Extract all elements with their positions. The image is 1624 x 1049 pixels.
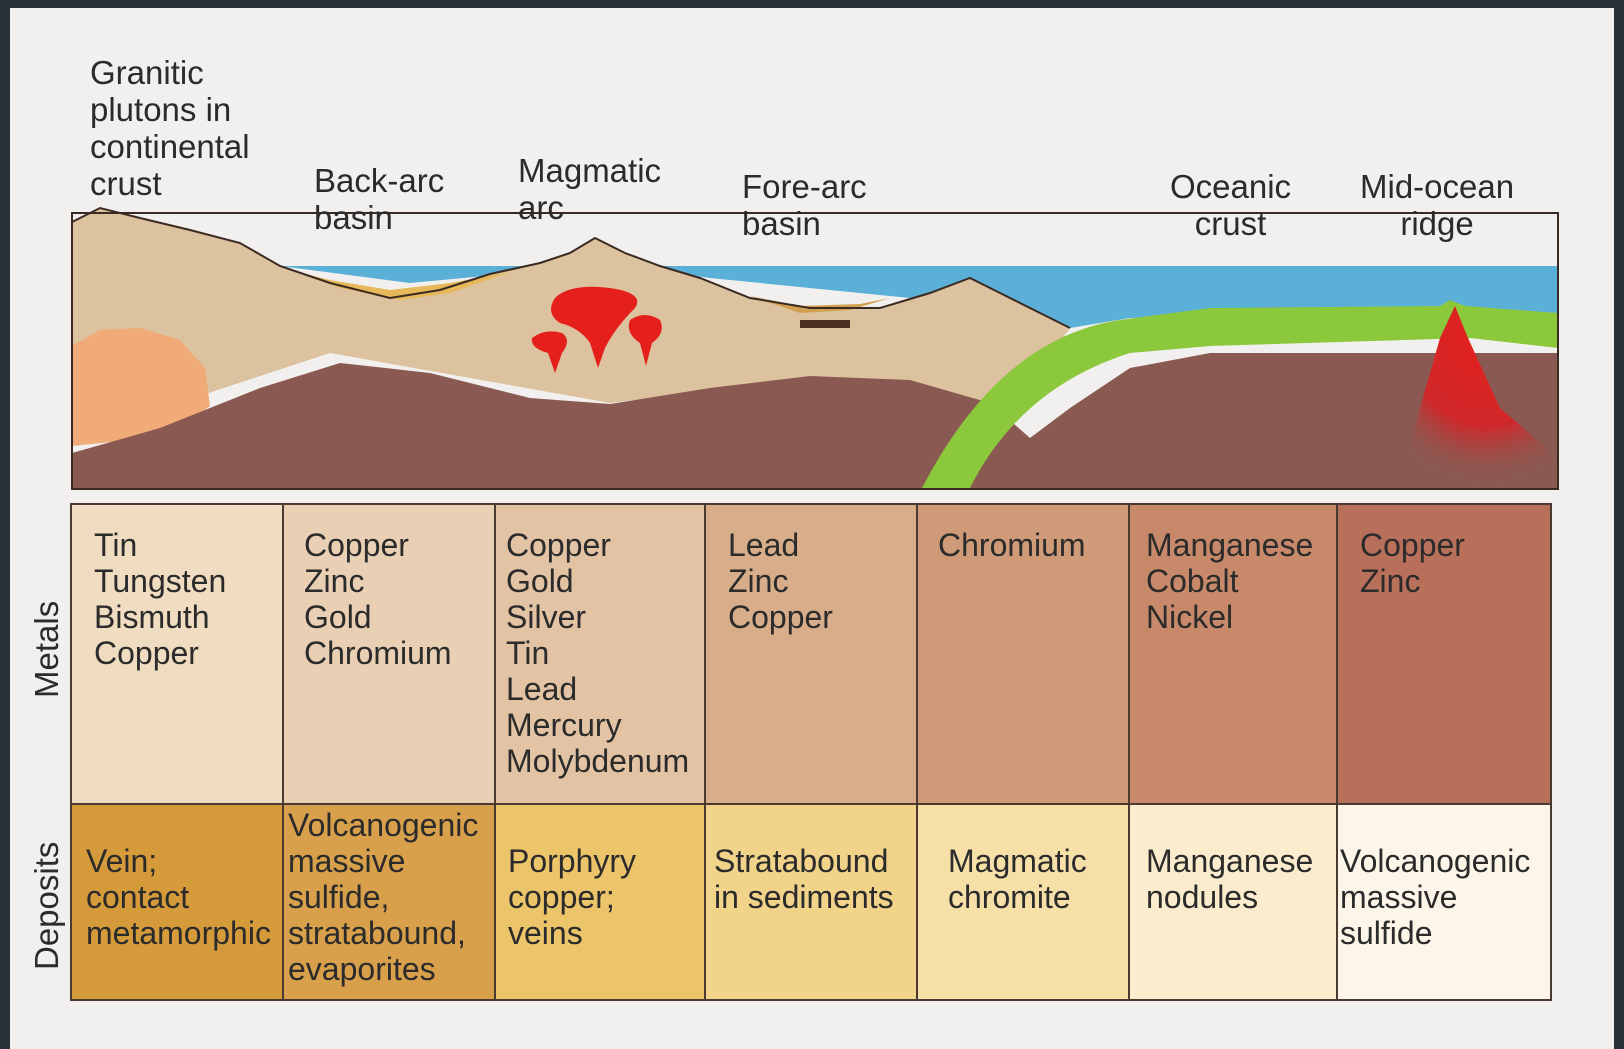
deposits-cell-5: Magmatic chromite — [916, 803, 1130, 1001]
deposits-cell-1: Vein; contact metamorphic — [70, 803, 284, 1001]
fore-arc-sediment-lens — [800, 320, 850, 328]
metals-text-3: Copper Gold Silver Tin Lead Mercury Moly… — [506, 527, 689, 779]
label-magmatic-arc: Magmatic arc — [518, 152, 661, 226]
metals-text-5: Chromium — [938, 527, 1086, 563]
metals-cell-4: Lead Zinc Copper — [704, 503, 918, 805]
row-label-metals: Metals — [28, 601, 66, 698]
metals-text-2: Copper Zinc Gold Chromium — [304, 527, 452, 671]
deposits-text-6: Manganese nodules — [1146, 843, 1313, 915]
label-oceanic-crust: Oceanic crust — [1170, 168, 1291, 242]
diagram-frame: Granitic plutons in continental crust Ba… — [10, 8, 1614, 1049]
metals-cell-7: Copper Zinc — [1336, 503, 1552, 805]
metals-cell-5: Chromium — [916, 503, 1130, 805]
deposits-text-3: Porphyry copper; veins — [508, 843, 636, 951]
metals-text-6: Manganese Cobalt Nickel — [1146, 527, 1313, 635]
metals-text-1: Tin Tungsten Bismuth Copper — [94, 527, 226, 671]
deposits-cell-7: Volcanogenic massive sulfide — [1336, 803, 1552, 1001]
deposits-text-5: Magmatic chromite — [948, 843, 1087, 915]
metals-cell-1: Tin Tungsten Bismuth Copper — [70, 503, 284, 805]
deposits-cell-4: Stratabound in sediments — [704, 803, 918, 1001]
metals-cell-3: Copper Gold Silver Tin Lead Mercury Moly… — [494, 503, 706, 805]
metals-cell-2: Copper Zinc Gold Chromium — [282, 503, 496, 805]
row-label-deposits: Deposits — [28, 842, 66, 970]
deposits-cell-6: Manganese nodules — [1128, 803, 1338, 1001]
deposits-text-1: Vein; contact metamorphic — [86, 843, 271, 951]
cross-section-illustration — [10, 8, 1614, 508]
metals-text-4: Lead Zinc Copper — [728, 527, 833, 635]
label-granitic-plutons: Granitic plutons in continental crust — [90, 54, 250, 202]
label-back-arc-basin: Back-arc basin — [314, 162, 444, 236]
label-fore-arc-basin: Fore-arc basin — [742, 168, 867, 242]
metals-cell-6: Manganese Cobalt Nickel — [1128, 503, 1338, 805]
metals-text-7: Copper Zinc — [1360, 527, 1465, 599]
deposits-text-4: Stratabound in sediments — [714, 843, 894, 915]
deposits-text-7: Volcanogenic massive sulfide — [1340, 843, 1530, 951]
label-mid-ocean-ridge: Mid-ocean ridge — [1360, 168, 1514, 242]
deposits-cell-2: Volcanogenic massive sulfide, strataboun… — [282, 803, 496, 1001]
deposits-cell-3: Porphyry copper; veins — [494, 803, 706, 1001]
deposits-text-2: Volcanogenic massive sulfide, strataboun… — [288, 807, 478, 987]
